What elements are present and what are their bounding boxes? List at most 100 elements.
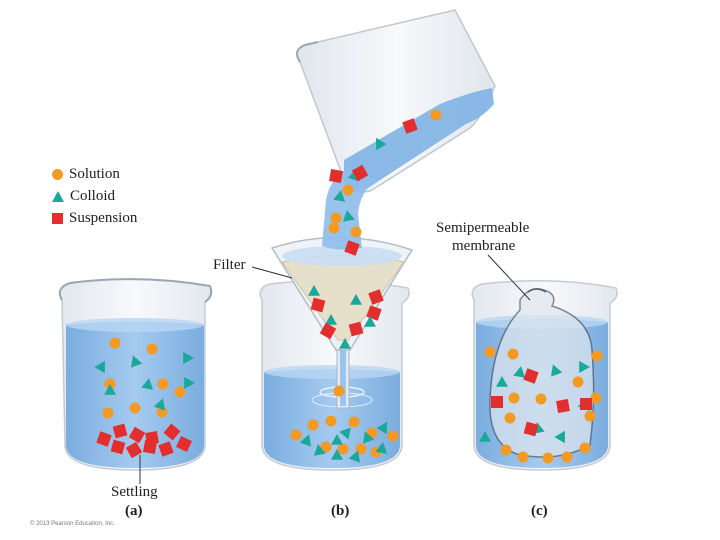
colloid-particle — [331, 434, 343, 445]
colloid-particle — [94, 360, 105, 374]
solution-particle — [584, 410, 596, 422]
colloid-particle — [153, 398, 165, 411]
solution-particle — [307, 419, 319, 431]
particles-layer — [94, 109, 603, 464]
membrane-label-line2: membrane — [452, 238, 516, 254]
caption-c: (c) — [531, 503, 548, 519]
filter-funnel — [270, 236, 414, 409]
colloid-particle — [308, 285, 320, 296]
colloid-particle — [554, 430, 565, 444]
legend-item-suspension: Suspension — [52, 207, 137, 229]
suspension-particle — [329, 169, 343, 183]
colloid-particle — [551, 364, 563, 377]
square-icon — [52, 212, 63, 224]
legend: Solution Colloid Suspension — [52, 163, 137, 229]
suspension-particle — [176, 436, 192, 452]
colloid-particle — [131, 355, 143, 368]
solution-particle — [174, 386, 186, 398]
colloid-particle — [313, 444, 326, 456]
legend-label-colloid: Colloid — [70, 187, 116, 204]
solution-particle — [507, 348, 519, 360]
solution-particle — [561, 451, 573, 463]
colloid-particle — [331, 449, 343, 460]
colloid-particle — [376, 421, 387, 435]
solution-particle — [328, 222, 340, 234]
circle-icon — [52, 168, 63, 180]
suspension-particle — [310, 297, 326, 313]
solution-particle — [542, 452, 554, 464]
solution-particle — [579, 442, 591, 454]
solution-particle — [330, 212, 342, 224]
colloid-particle — [339, 427, 351, 440]
triangle-icon — [52, 190, 64, 202]
membrane-label-line1: Semipermeable — [436, 220, 530, 236]
solution-particle — [157, 378, 169, 390]
pouring-beaker — [295, 9, 496, 193]
colloid-particle — [350, 294, 362, 305]
suspension-particle — [319, 322, 337, 340]
filter-leader-line — [251, 266, 293, 279]
legend-item-solution: Solution — [52, 163, 137, 185]
colloid-particle — [141, 378, 154, 390]
solution-particle — [430, 109, 442, 121]
suspension-particle — [491, 396, 503, 408]
solution-particle — [504, 412, 516, 424]
suspension-particle — [163, 423, 181, 441]
suspension-particle — [351, 164, 369, 182]
solution-particle — [129, 402, 141, 414]
membrane-leader-line — [487, 254, 531, 301]
filter-label: Filter — [213, 257, 246, 273]
suspension-particle — [110, 439, 126, 455]
colloid-particle — [104, 384, 116, 395]
suspension-particle — [158, 441, 174, 457]
solution-particle — [109, 337, 121, 349]
solution-particle — [342, 184, 354, 196]
suspension-particle — [125, 441, 143, 459]
colloid-particle — [184, 377, 195, 389]
caption-a: (a) — [125, 503, 143, 519]
solution-particle — [508, 392, 520, 404]
solution-particle — [591, 350, 603, 362]
colloid-particle — [325, 314, 337, 325]
suspension-particle — [348, 321, 364, 337]
colloid-particle — [342, 210, 355, 222]
suspension-particle — [112, 423, 128, 439]
solution-particle — [572, 376, 584, 388]
suspension-particle — [402, 118, 418, 134]
suspension-particle — [128, 426, 146, 444]
colloid-particle — [348, 450, 360, 463]
suspension-particle — [580, 398, 592, 410]
colloid-particle — [479, 431, 491, 442]
solution-particle — [146, 343, 158, 355]
colloid-particle — [376, 137, 387, 151]
suspension-particle — [96, 431, 112, 447]
colloid-particle — [299, 434, 311, 447]
colloid-particle — [339, 338, 351, 349]
solution-particle — [387, 430, 399, 442]
solution-particle — [348, 416, 360, 428]
colloid-particle — [333, 190, 346, 202]
solution-particle — [590, 392, 602, 404]
colloid-particle — [579, 361, 590, 373]
solution-particle — [333, 385, 345, 397]
colloid-particle — [513, 366, 526, 378]
suspension-particle — [556, 399, 570, 413]
caption-b: (b) — [331, 503, 350, 519]
colloid-particle — [363, 431, 375, 444]
legend-label-solution: Solution — [69, 165, 120, 182]
solution-particle — [517, 451, 529, 463]
solution-particle — [350, 226, 362, 238]
solution-particle — [337, 443, 349, 455]
solution-particle — [290, 429, 302, 441]
suspension-particle — [523, 421, 539, 437]
solution-particle — [535, 393, 547, 405]
colloid-particle — [364, 316, 376, 327]
solution-particle — [325, 415, 337, 427]
settling-label: Settling — [111, 484, 158, 500]
copyright-notice: © 2013 Pearson Education, Inc. — [30, 521, 115, 527]
beaker-c — [471, 280, 618, 471]
suspension-particle — [143, 440, 157, 454]
solution-particle — [320, 441, 332, 453]
